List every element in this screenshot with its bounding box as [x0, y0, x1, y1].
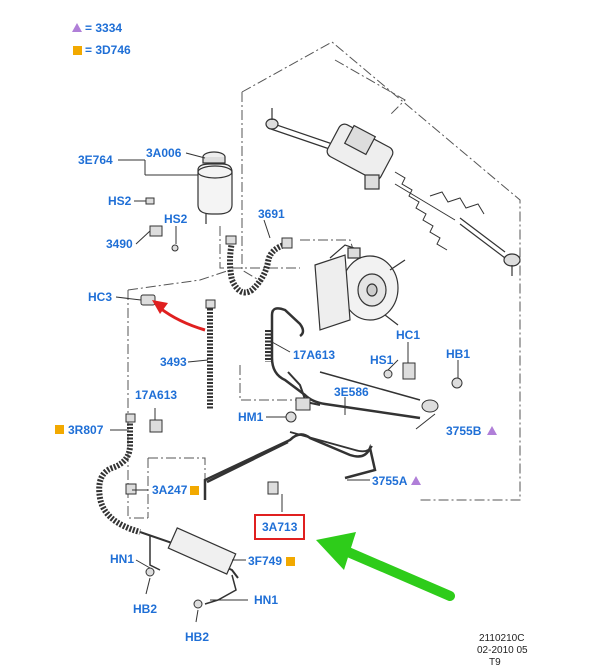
triangle-icon	[72, 23, 82, 32]
label-HS2-a: HS2	[108, 194, 132, 208]
square-icon	[55, 425, 64, 434]
label-HC1: HC1	[396, 328, 421, 342]
diagram-sheet: T9	[489, 657, 501, 668]
red-arrowhead-icon	[152, 300, 168, 314]
label-HB2-a: HB2	[133, 602, 158, 616]
label-3755B: 3755B	[446, 424, 482, 438]
label-HS1: HS1	[370, 353, 394, 367]
diagram-code: 2110210C	[479, 633, 525, 644]
nut-icon	[285, 411, 297, 423]
label-17A613-a: 17A613	[293, 348, 336, 362]
diagram-date: 02-2010 05	[477, 645, 528, 656]
bolt-icon	[171, 244, 179, 252]
label-3A247: 3A247	[152, 483, 188, 497]
clip-icon	[267, 481, 279, 495]
bolt-icon	[383, 369, 393, 379]
clamp-icon	[140, 294, 156, 306]
label-17A613-b: 17A613	[135, 388, 178, 402]
label-3E586: 3E586	[334, 385, 369, 399]
green-arrowhead-icon	[316, 532, 356, 570]
fluid-reservoir-icon	[197, 151, 233, 224]
label-3F749: 3F749	[248, 554, 283, 568]
bolt-icon	[145, 567, 155, 577]
label-3R807: 3R807	[68, 423, 104, 437]
label-HB1: HB1	[446, 347, 471, 361]
label-HB2-b: HB2	[185, 630, 210, 644]
square-icon	[190, 486, 199, 495]
square-icon	[286, 557, 295, 566]
triangle-icon	[487, 426, 497, 435]
green-arrow-icon	[343, 547, 455, 601]
label-3493: 3493	[160, 355, 187, 369]
clip-icon	[149, 225, 163, 237]
legend-triangle-text: = 3334	[85, 21, 123, 35]
leader-lines	[110, 152, 459, 623]
triangle-icon	[411, 476, 421, 485]
label-3755A: 3755A	[372, 474, 408, 488]
label-HC3: HC3	[88, 290, 113, 304]
steering-rack-icon	[265, 108, 521, 276]
label-HS2-b: HS2	[164, 212, 188, 226]
bolt-icon	[145, 197, 155, 205]
legend-square-text: = 3D746	[85, 43, 131, 57]
group-outlines	[127, 41, 521, 519]
label-3E764: 3E764	[78, 153, 113, 167]
bracket-icon	[402, 362, 416, 380]
hoses-and-pipes	[96, 235, 439, 605]
label-3A713-highlighted: 3A713	[254, 514, 306, 540]
fasteners	[140, 197, 463, 609]
label-3490: 3490	[106, 237, 133, 251]
red-arrow-icon	[159, 306, 206, 332]
label-HN1-b: HN1	[254, 593, 279, 607]
label-3691: 3691	[258, 207, 285, 221]
bolt-icon	[193, 599, 203, 609]
bolt-icon	[451, 377, 463, 389]
label-HM1: HM1	[238, 410, 264, 424]
label-HN1-a: HN1	[110, 552, 135, 566]
clip-icon	[149, 419, 163, 433]
label-3A006: 3A006	[146, 146, 182, 160]
square-icon	[73, 46, 82, 55]
power-steering-pump-icon	[314, 244, 406, 331]
